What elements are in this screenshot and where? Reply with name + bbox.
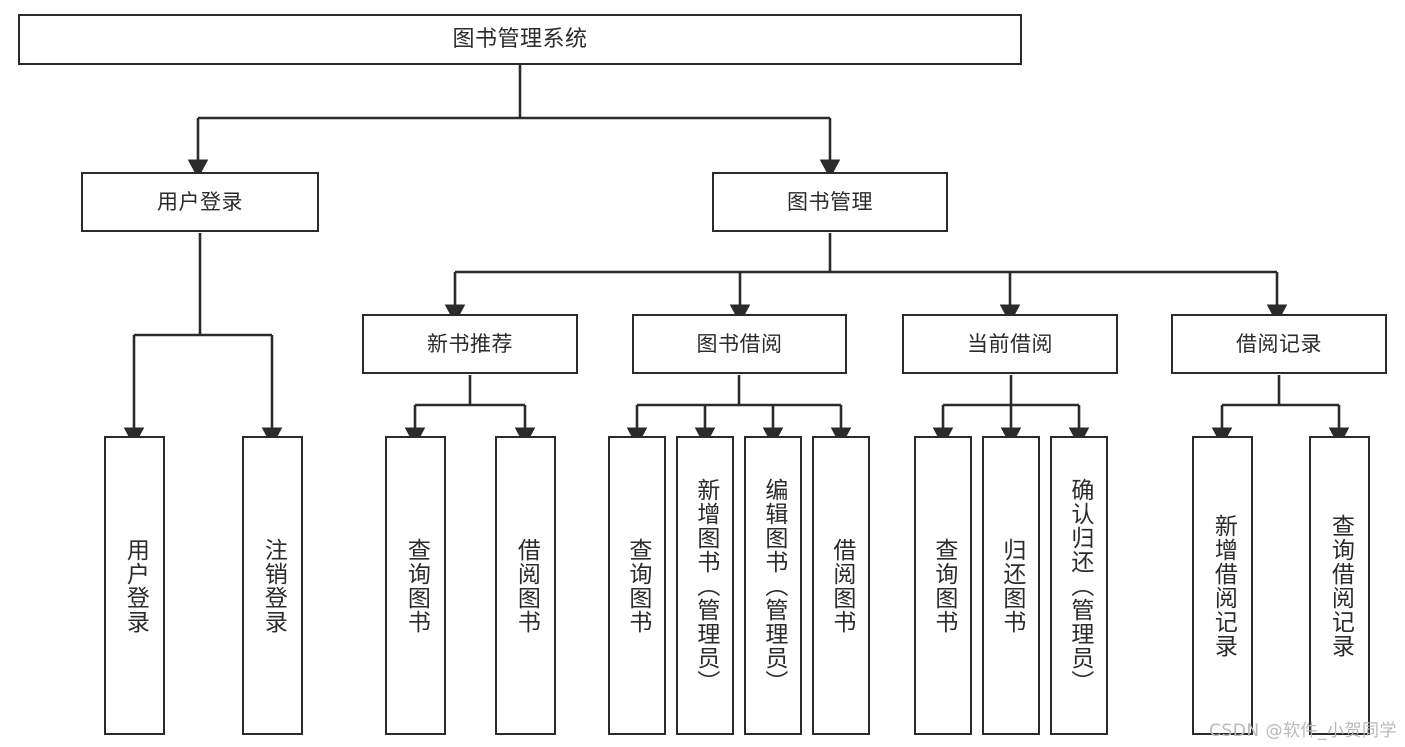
node-leaf-user-login[interactable]: 用户登录 bbox=[104, 436, 165, 735]
node-leaf-confirm-return[interactable]: 确认归还（管理员） bbox=[1050, 436, 1108, 735]
node-label: 编辑图书（管理员） bbox=[760, 477, 787, 694]
node-label: 借阅记录 bbox=[1236, 331, 1322, 356]
node-label: 归还图书 bbox=[998, 537, 1025, 634]
node-label: 新增借阅记录 bbox=[1210, 513, 1237, 658]
node-leaf-edit-book[interactable]: 编辑图书（管理员） bbox=[744, 436, 802, 735]
node-label: 新增图书（管理员） bbox=[692, 477, 719, 694]
node-label: 查询图书 bbox=[624, 537, 651, 634]
node-user-login[interactable]: 用户登录 bbox=[81, 172, 319, 232]
node-leaf-borrow-book-1[interactable]: 借阅图书 bbox=[495, 436, 556, 735]
node-label: 借阅图书 bbox=[513, 537, 540, 634]
node-leaf-add-record[interactable]: 新增借阅记录 bbox=[1192, 436, 1253, 735]
node-label: 当前借阅 bbox=[967, 331, 1053, 356]
node-label: 借阅图书 bbox=[828, 537, 855, 634]
node-leaf-logout-login[interactable]: 注销登录 bbox=[242, 436, 303, 735]
node-leaf-query-record[interactable]: 查询借阅记录 bbox=[1309, 436, 1370, 735]
node-leaf-query-book-1[interactable]: 查询图书 bbox=[385, 436, 446, 735]
node-leaf-add-book[interactable]: 新增图书（管理员） bbox=[676, 436, 734, 735]
node-label: 注销登录 bbox=[260, 537, 287, 634]
node-leaf-borrow-book-2[interactable]: 借阅图书 bbox=[812, 436, 870, 735]
node-label: 新书推荐 bbox=[427, 331, 513, 356]
node-leaf-return-book[interactable]: 归还图书 bbox=[982, 436, 1040, 735]
node-label: 查询图书 bbox=[930, 537, 957, 634]
node-book-borrow[interactable]: 图书借阅 bbox=[632, 314, 847, 374]
node-label: 图书借阅 bbox=[696, 331, 783, 356]
node-borrow-record[interactable]: 借阅记录 bbox=[1171, 314, 1387, 374]
node-book-management[interactable]: 图书管理 bbox=[712, 172, 948, 232]
node-new-book-recommend[interactable]: 新书推荐 bbox=[362, 314, 578, 374]
node-label: 图书管理系统 bbox=[452, 26, 588, 52]
node-label: 确认归还（管理员） bbox=[1066, 477, 1093, 694]
node-label: 用户登录 bbox=[157, 189, 243, 214]
node-label: 查询图书 bbox=[403, 537, 430, 634]
node-leaf-query-book-2[interactable]: 查询图书 bbox=[608, 436, 666, 735]
node-label: 图书管理 bbox=[787, 189, 873, 214]
node-current-borrow[interactable]: 当前借阅 bbox=[902, 314, 1118, 374]
node-label: 查询借阅记录 bbox=[1327, 513, 1354, 658]
node-leaf-query-book-3[interactable]: 查询图书 bbox=[914, 436, 972, 735]
node-label: 用户登录 bbox=[122, 537, 149, 634]
node-root-book-management-system[interactable]: 图书管理系统 bbox=[18, 14, 1022, 65]
